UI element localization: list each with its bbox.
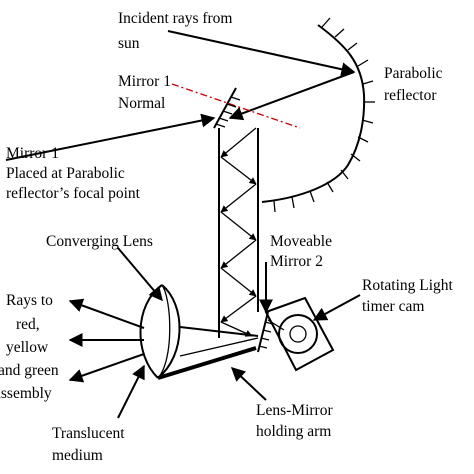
- parabolic-reflector-label-2: reflector: [384, 87, 437, 104]
- translucent-medium-label-2: medium: [52, 447, 103, 464]
- output-rays: [68, 298, 145, 383]
- incident-ray: [167, 30, 356, 77]
- rays-to-label-2: red,: [16, 316, 40, 333]
- lens-input-rays: [179, 326, 259, 357]
- light-shaft: [218, 127, 259, 338]
- rays-to-label-5: assembly: [0, 385, 52, 402]
- moveable-mirror-label: Moveable: [270, 233, 332, 250]
- incident-rays-label: Incident rays from: [118, 10, 233, 27]
- mirror1-focal-label-2: Placed at Parabolic: [6, 165, 125, 182]
- rays-to-label: Rays to: [6, 292, 53, 309]
- mirror1-normal-label-2: Normal: [118, 95, 165, 112]
- zigzag-rays: [220, 127, 257, 337]
- mirror1-normal-line: [171, 83, 301, 129]
- lens-mirror-holding-arm: [157, 346, 257, 380]
- rotating-cam-label-2: timer cam: [362, 298, 424, 315]
- lens-mirror-arm-label: Lens-Mirror: [256, 402, 333, 419]
- mirror1-normal-label: Mirror 1: [118, 73, 171, 90]
- rays-to-label-4: and green: [0, 362, 59, 379]
- rays-to-label-3: yellow: [6, 339, 49, 356]
- labels: Incident rays from sun Parabolic reflect…: [0, 10, 454, 464]
- moveable-mirror-label-2: Mirror 2: [270, 253, 323, 270]
- leader-arrows: [5, 113, 361, 419]
- rotating-cam: [264, 296, 335, 372]
- incident-rays-label-2: sun: [118, 35, 140, 52]
- parabolic-reflector: [261, 17, 375, 213]
- reflected-ray: [228, 71, 355, 121]
- parabolic-reflector-label: Parabolic: [384, 65, 443, 82]
- translucent-medium-label: Translucent: [52, 425, 125, 442]
- mirror1-focal-label: Mirror 1: [6, 145, 59, 162]
- moveable-mirror-2: [257, 311, 274, 353]
- mirror1-focal-label-3: reflector’s focal point: [6, 185, 141, 202]
- mirror-1: [213, 87, 241, 129]
- converging-lens-label: Converging Lens: [46, 233, 153, 250]
- rotating-cam-label: Rotating Light: [362, 277, 454, 294]
- lens-mirror-arm-label-2: holding arm: [256, 423, 331, 440]
